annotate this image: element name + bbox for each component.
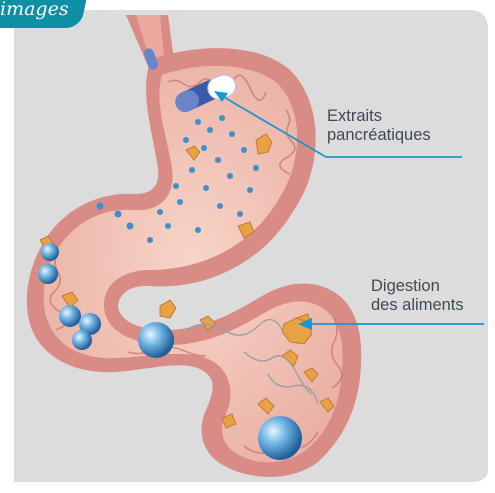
label-digestion-des-aliments: Digestion des aliments xyxy=(371,277,464,315)
label-line: pancréatiques xyxy=(327,126,431,145)
label-extraits-pancreatiques: Extraits pancréatiques xyxy=(327,107,431,145)
label-line: Extraits xyxy=(327,107,431,126)
label-line: Digestion xyxy=(371,277,464,296)
label-line: des aliments xyxy=(371,296,464,315)
section-tag-label: images xyxy=(0,0,69,19)
